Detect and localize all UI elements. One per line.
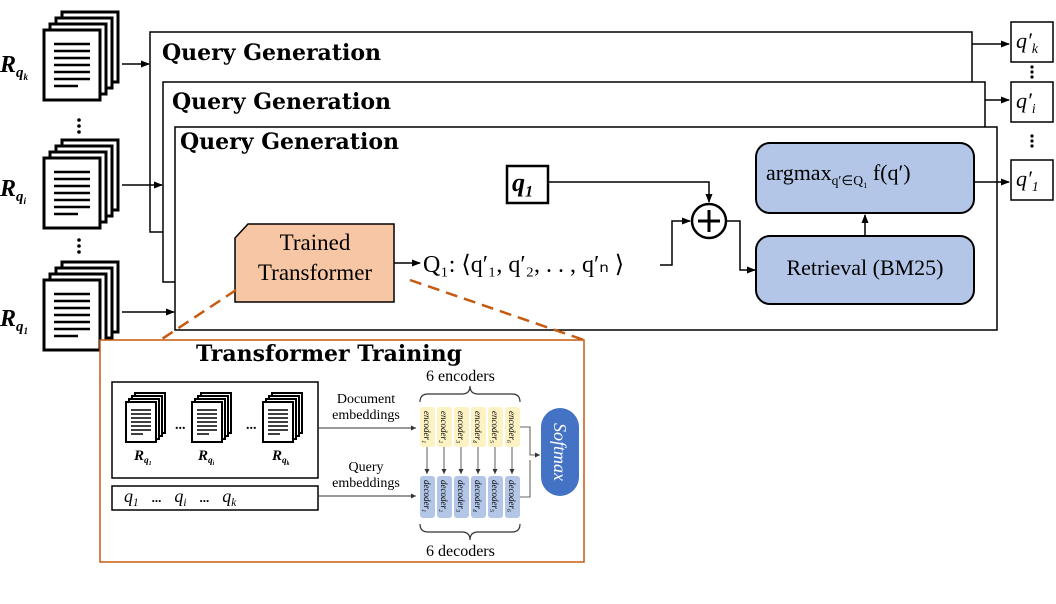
decoder-label-5: decoder₅ [490, 479, 500, 513]
zoom-line-right [409, 278, 585, 342]
decoder-label-1: decoder₁ [422, 479, 432, 513]
training-doc-ellipsis-2: ... [246, 418, 257, 433]
candidate-set-label: Q₁: ⟨q′₁, q′₂, . . , q′ₙ ⟩ [423, 252, 625, 278]
query-generation-title-back: Query Generation [162, 40, 382, 66]
decoder-label-6: decoder₆ [507, 479, 517, 513]
arrow-q1-to-plus [548, 181, 713, 203]
encoder-decoder-connections [424, 426, 540, 498]
doc-label-top: Rqk [0, 52, 29, 83]
retrieval-label: Retrieval (BM25) [786, 255, 944, 280]
training-doc-label-k: Rqk [272, 448, 290, 468]
doc-label-bottom: Rq1 [0, 306, 29, 337]
encoder-label-6: encoder₆ [507, 410, 517, 444]
output-box-k [1010, 21, 1054, 63]
encoder-label-1: encoder₁ [422, 410, 432, 444]
training-doc-1 [125, 392, 166, 443]
training-query-row: q1 ... qi ... qk [124, 486, 237, 509]
decoders-count-label: 6 decoders [426, 543, 495, 560]
encoder-label-3: encoder₃ [456, 410, 466, 444]
output-box-i [1010, 81, 1054, 123]
output-ellipsis-2 [1030, 134, 1034, 148]
doc-label-middle: Rqi [0, 176, 27, 207]
output-label-i: q′i [1016, 88, 1036, 116]
document-embeddings-label: Document embeddings [332, 392, 400, 423]
training-doc-i [191, 392, 232, 443]
document-stack-top [42, 10, 120, 102]
softmax-label: Softmax [550, 423, 570, 481]
q1-label: q1 [512, 168, 534, 201]
training-doc-label-1: Rq1 [134, 448, 152, 468]
trained-transformer-label: Trained Transformer [257, 230, 373, 285]
encoder-label-2: encoder₂ [439, 410, 449, 444]
decoder-label-3: decoder₃ [456, 479, 466, 513]
stack-ellipsis-2 [77, 238, 81, 254]
output-label-1: q′1 [1016, 166, 1039, 194]
output-label-k: q′k [1016, 28, 1038, 56]
encoder-blocks [420, 407, 520, 447]
document-stack-middle [42, 138, 120, 230]
training-doc-ellipsis-1: ... [175, 418, 186, 433]
decoder-blocks [420, 476, 520, 518]
training-doc-label-i: Rqi [198, 448, 215, 468]
softmax-pill [541, 408, 579, 496]
query-embeddings-label: Query embeddings [332, 460, 400, 491]
query-generation-title-middle: Query Generation [172, 89, 392, 115]
query-generation-title-front: Query Generation [180, 129, 400, 155]
argmax-box [755, 142, 975, 214]
decoders-brace [419, 523, 521, 541]
arrow-plus-to-retrieval [726, 220, 756, 274]
encoder-label-5: encoder₅ [490, 410, 500, 444]
decoder-label-2: decoder₂ [439, 479, 449, 513]
q1-box [505, 164, 550, 205]
document-stack-bottom [42, 260, 120, 352]
stack-ellipsis-1 [77, 118, 81, 134]
output-box-1 [1010, 159, 1054, 201]
argmax-label: argmaxq′∈Q1 f(q′) [766, 160, 911, 190]
decoder-label-4: decoder₄ [473, 479, 483, 513]
arrow-candidates-to-plus [660, 217, 691, 266]
transformer-training-title: Transformer Training [196, 341, 462, 367]
encoders-brace [419, 385, 521, 403]
training-doc-k [262, 392, 303, 443]
trained-transformer-box [234, 223, 395, 303]
output-ellipsis-1 [1030, 65, 1034, 79]
training-query-row-box [111, 485, 319, 511]
encoders-count-label: 6 encoders [426, 368, 495, 385]
encoder-label-4: encoder₄ [473, 410, 483, 444]
